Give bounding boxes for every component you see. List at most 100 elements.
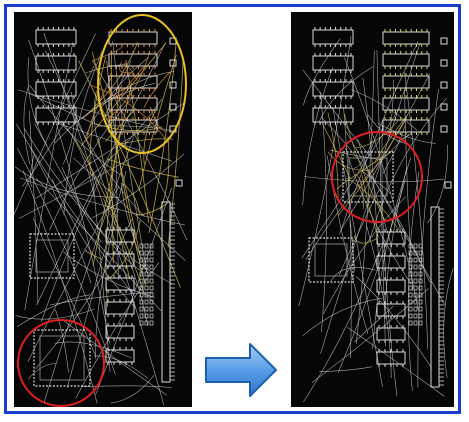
trace-line [356,276,433,369]
trace-line [111,50,114,264]
trace-line [361,175,379,238]
right-arrow-icon [205,343,277,397]
trace-line [82,41,138,120]
passive-component [144,271,149,277]
trace-line [23,128,103,232]
passive-component [408,285,413,291]
trace-line [323,196,406,315]
passive-component [418,264,423,270]
trace-line [336,150,394,190]
trace-line [167,58,184,248]
trace-line [55,309,69,373]
trace-line [45,50,115,215]
trace-line [16,294,91,328]
trace-line [298,36,352,307]
passive-component [418,250,423,256]
passive-component [408,306,413,312]
trace-line [20,177,185,226]
passive-component [413,320,418,326]
passive-component [413,313,418,319]
passive-component [149,264,154,270]
trace-line [35,178,162,311]
trace-line [19,151,144,219]
passive-component [418,306,423,312]
trace-line [35,102,185,199]
trace-line [91,52,141,256]
trace-line [91,153,185,219]
passive-component [418,320,423,326]
trace-line [337,178,406,373]
trace-line [311,288,429,384]
trace-line [28,39,110,344]
passive-component [149,285,154,291]
trace-line [29,146,92,284]
passive-component [408,278,413,284]
passive-component [408,264,413,270]
ic-chip-highlighted [108,53,158,67]
trace-line [121,182,150,277]
ic-chip [312,81,354,97]
large-ic-package [29,233,75,279]
passive-component [418,278,423,284]
trace-line [74,139,145,293]
trace-line [119,61,132,74]
passive-component [139,250,144,256]
trace-line [338,189,380,277]
chip-core [348,157,388,197]
passive-component [149,257,154,263]
yellow-highlight-ellipse [97,14,187,154]
trace-line [443,268,454,378]
pad [169,59,177,67]
trace-line [351,89,418,131]
trace-line [23,85,31,165]
ic-chip [376,327,406,341]
passive-component [413,271,418,277]
passive-component [408,243,413,249]
pad [440,59,448,67]
passive-component [149,306,154,312]
passive-component [408,292,413,298]
pad [440,103,448,111]
passive-component [418,243,423,249]
passive-component [139,257,144,263]
passive-component [144,320,149,326]
trace-line [356,120,399,149]
trace-line [58,123,173,162]
trace-line [343,107,352,358]
chip-core [314,243,348,277]
trace-line [319,366,373,372]
pcb-layout-before [14,14,188,407]
ic-chip [35,29,77,45]
trace-line [103,198,148,326]
passive-component [139,271,144,277]
passive-component [149,278,154,284]
trace-line [355,173,364,210]
trace-line [44,137,134,402]
pad [440,81,448,89]
trace-line [327,151,374,171]
pad [440,125,448,133]
passive-component [144,243,149,249]
pad [440,37,448,45]
trace-line [345,130,446,306]
pcb-layout-after [298,27,454,403]
passive-component [149,299,154,305]
trace-line [115,112,119,280]
trace-line [376,50,386,347]
passive-component [144,306,149,312]
trace-line [337,120,406,216]
trace-line [75,118,145,217]
trace-line [346,177,402,234]
passive-component [408,257,413,263]
trace-line [116,84,123,129]
trace-line [345,148,412,285]
passive-component [149,243,154,249]
ic-chip [312,107,354,123]
passive-component [149,313,154,319]
trace-line [29,110,39,304]
trace-line [332,107,383,387]
passive-component [144,264,149,270]
passive-component [418,313,423,319]
trace-line [85,64,126,74]
